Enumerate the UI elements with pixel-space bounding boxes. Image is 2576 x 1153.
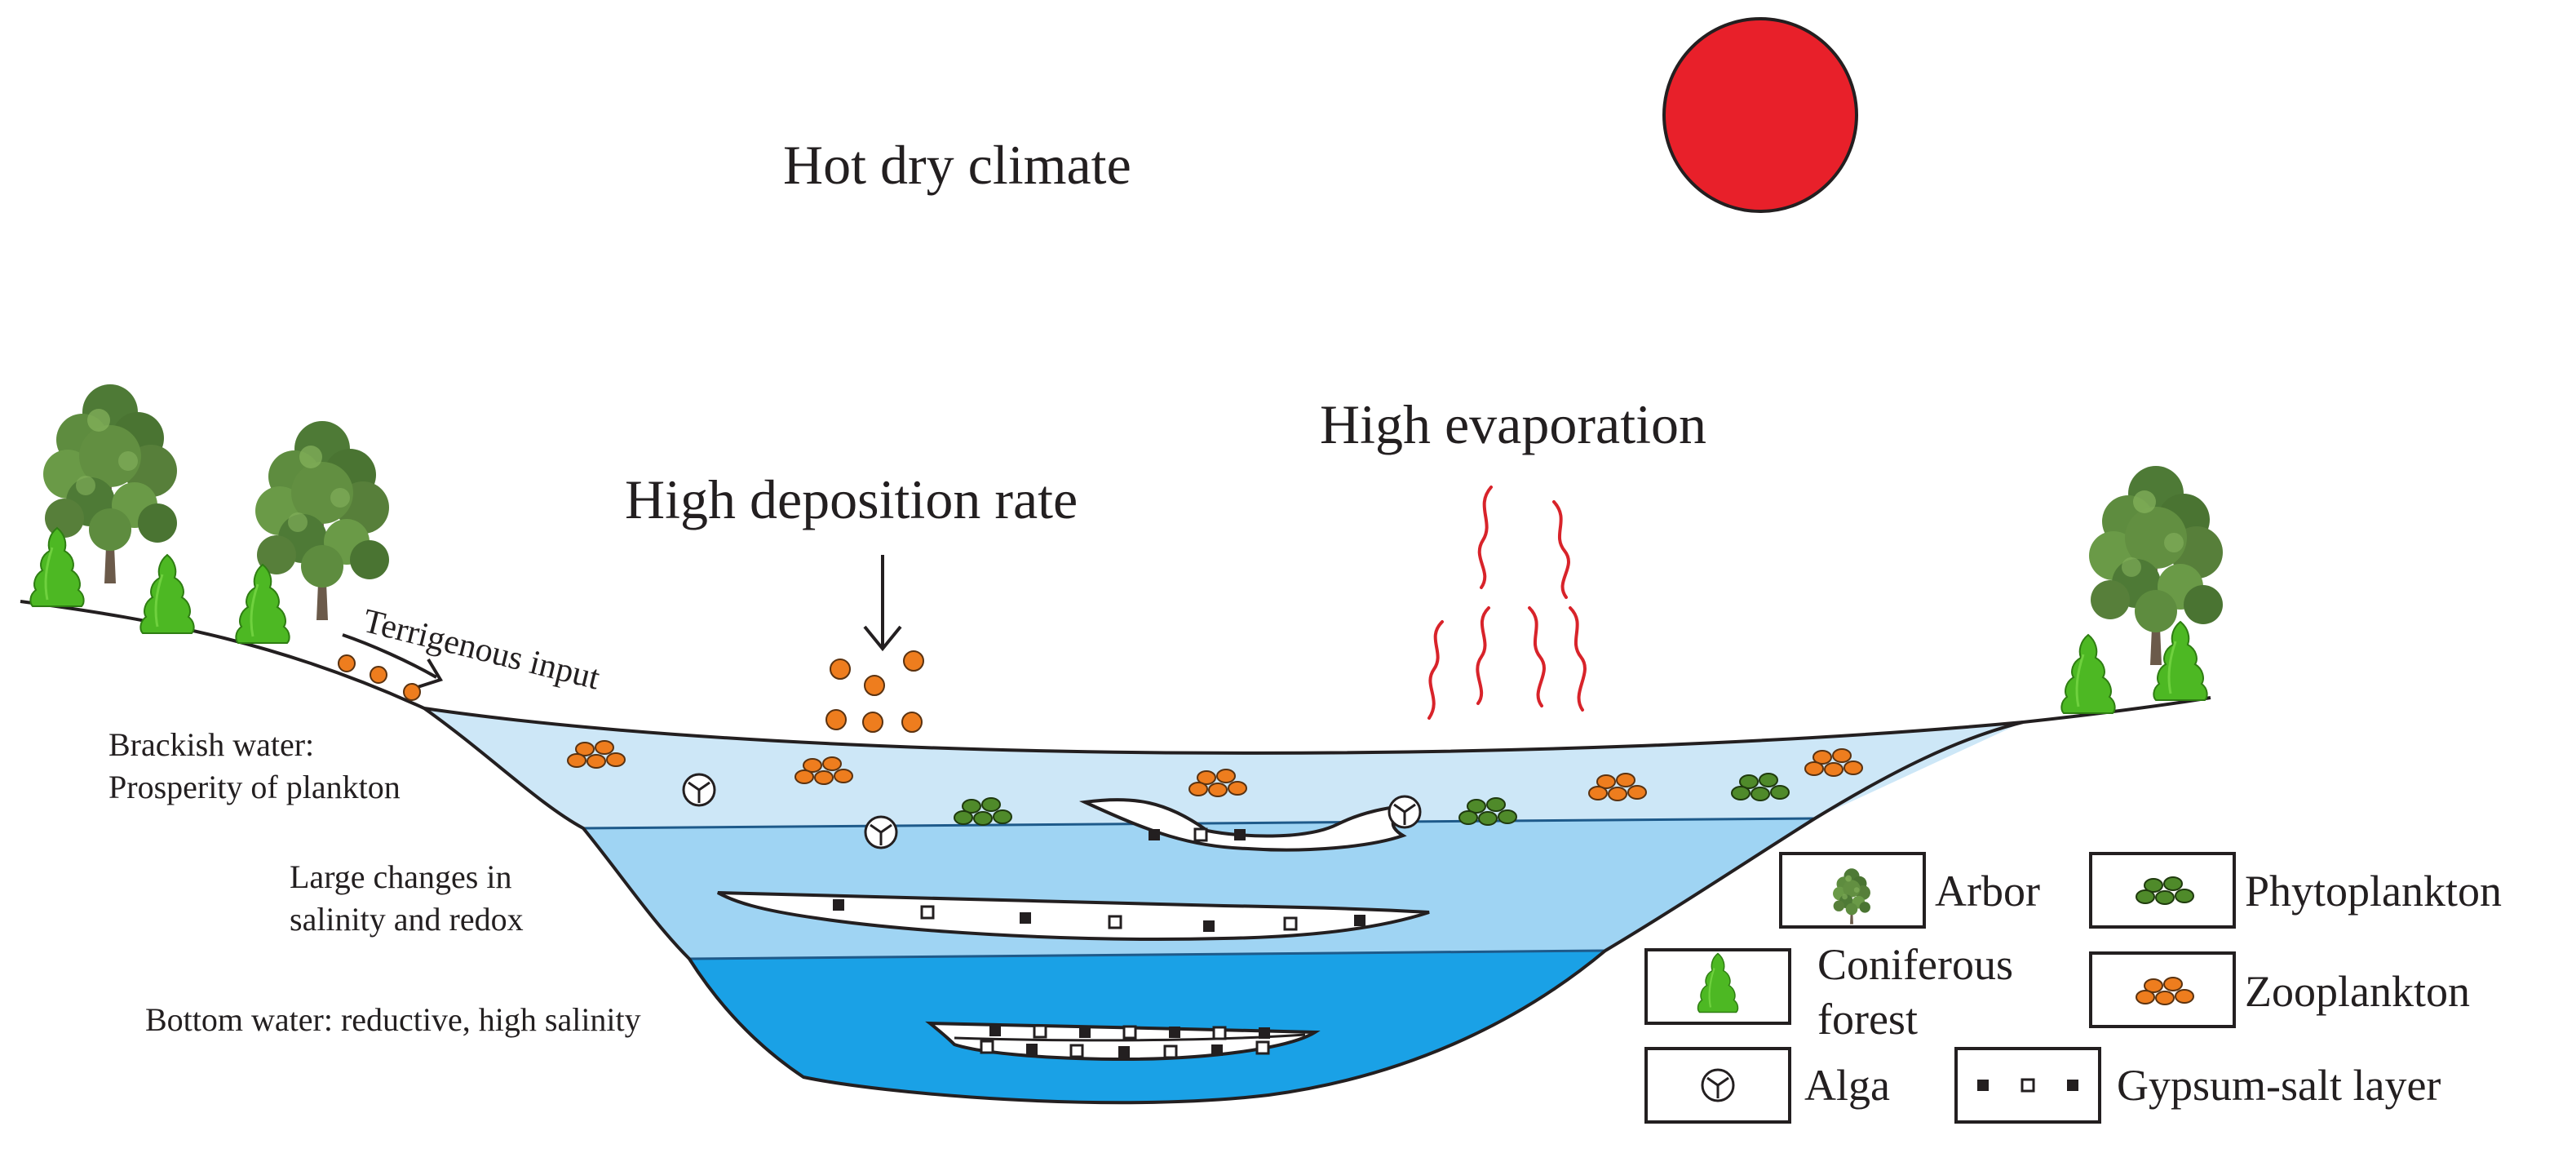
alga-symbol — [1388, 795, 1422, 829]
basin-outline — [20, 600, 2211, 1105]
changes-label-line2: salinity and redox — [290, 901, 524, 938]
legend-phytoplankton-box — [2089, 852, 2236, 929]
evaporation-label: High evaporation — [1320, 393, 1706, 455]
climate-label: Hot dry climate — [783, 134, 1131, 196]
legend-phytoplankton-label: Phytoplankton — [2245, 867, 2502, 916]
legend-gypsum-label: Gypsum-salt layer — [2117, 1061, 2441, 1110]
gypsum-lens-middle — [717, 891, 1430, 941]
evaporation-waves — [1427, 486, 1587, 720]
legend-alga-label: Alga — [1804, 1061, 1890, 1110]
arbor-tree — [255, 421, 389, 620]
sediment-particles — [825, 650, 924, 733]
legend-gypsum-square — [1977, 1080, 1989, 1091]
conifer-tree — [234, 563, 291, 645]
legend-alga-icon — [1701, 1068, 1735, 1102]
legend-gypsum-square — [2067, 1080, 2078, 1091]
sun — [1662, 17, 1858, 213]
brackish-label-line2: Prosperity of plankton — [108, 769, 401, 805]
terrigenous-label: Terrigenous input — [360, 602, 604, 698]
conifer-tree — [2152, 620, 2209, 702]
deposition-arrow — [863, 555, 902, 652]
terrigenous-particles — [338, 654, 421, 701]
conifer-tree — [29, 526, 86, 608]
water-surface-line — [423, 707, 2024, 755]
conifer-tree — [2060, 633, 2117, 715]
deposition-label: High deposition rate — [625, 468, 1078, 530]
legend-zooplankton-box — [2089, 951, 2236, 1028]
water-boundary-lower — [688, 949, 1606, 960]
changes-label-line1: Large changes in — [290, 858, 511, 895]
legend-conifer-label-line2: forest — [1817, 995, 1918, 1044]
conifer-tree — [139, 553, 196, 635]
legend-gypsum-square — [2021, 1078, 2035, 1093]
brackish-label-line1: Brackish water: — [108, 726, 314, 763]
legend-conifer-label-line1: Coniferous — [1817, 940, 2013, 989]
bottom-water-label: Bottom water: reductive, high salinity — [145, 1001, 641, 1038]
arbor-tree — [2089, 466, 2223, 665]
surface-water-layer — [424, 708, 2023, 828]
alga-symbol — [864, 815, 898, 849]
legend: Arbor Phytoplankton Coniferous forest Zo… — [1644, 852, 2502, 1124]
gypsum-lens-bottom — [925, 1021, 1321, 1062]
legend-arbor-label: Arbor — [1935, 867, 2040, 916]
terrigenous-arrow — [342, 633, 444, 689]
legend-zooplankton-label: Zooplankton — [2245, 967, 2470, 1016]
alga-symbol — [682, 773, 716, 807]
